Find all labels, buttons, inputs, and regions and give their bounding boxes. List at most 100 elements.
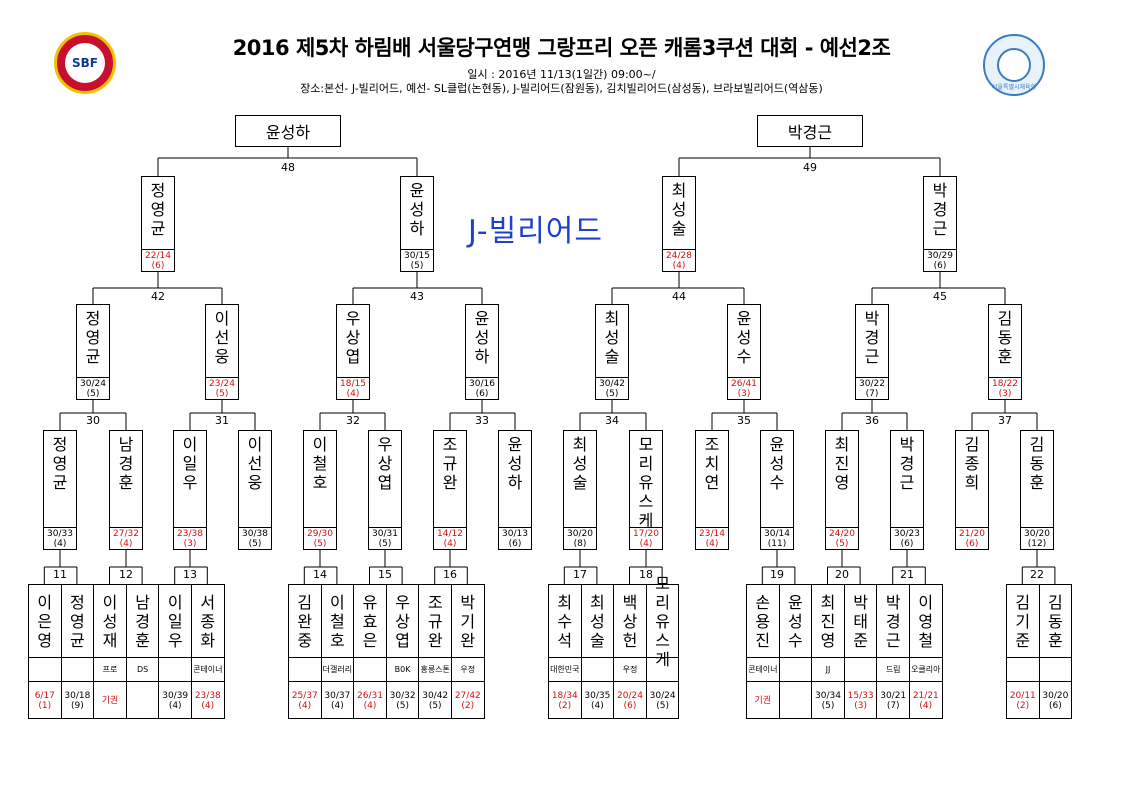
match-number: 22 [1030, 568, 1044, 581]
score-rank: (4) [919, 701, 933, 711]
player-score: 30/20(12) [1021, 527, 1053, 549]
player-score: 30/16(6) [466, 377, 498, 399]
score-value: 17/20 [633, 529, 659, 539]
score-value: 30/35 [584, 691, 611, 701]
score-rank: (4) [168, 701, 182, 711]
bottom-player-score: 27/42(2) [452, 682, 484, 720]
bottom-player-club: 우정 [614, 658, 646, 682]
match-number: 13 [183, 568, 197, 581]
match-number: 35 [737, 414, 751, 427]
bottom-player-club: JJ [812, 658, 844, 682]
score-rank: (9) [71, 701, 84, 711]
player-score: 24/28(4) [663, 249, 695, 271]
player-score: 23/14(4) [696, 527, 728, 549]
score-value: 23/24 [209, 379, 235, 389]
score-value: 30/24 [80, 379, 106, 389]
bottom-player-club [844, 658, 877, 682]
bottom-player-score: 30/42(5) [419, 682, 451, 720]
score-value: 기권 [754, 696, 772, 706]
player-score: 30/20(8) [564, 527, 596, 549]
bottom-player-club: B0K [386, 658, 419, 682]
bottom-player-score: 20/11(2) [1007, 682, 1039, 720]
score-value: 30/18 [64, 691, 91, 701]
bottom-player-score: 기권 [94, 682, 126, 720]
sports-council-emblem [997, 48, 1031, 82]
score-value: 30/15 [404, 251, 430, 261]
bottom-player-score: 23/38(4) [192, 682, 224, 720]
player-score: 30/33(4) [44, 527, 76, 549]
score-value: 30/20 [1024, 529, 1050, 539]
sports-council-logo [983, 34, 1045, 96]
sbf-logo: SBF [54, 32, 116, 94]
score-value: 30/20 [567, 529, 593, 539]
score-value: 25/37 [291, 691, 318, 701]
sports-council-logo-text: 서울특별시체육회 [991, 84, 1037, 91]
score-value: 30/38 [242, 529, 268, 539]
bottom-player-club: 콘테이너 [747, 658, 779, 682]
score-rank: (3) [737, 389, 751, 399]
bottom-player-club: 오클리아 [910, 658, 942, 682]
player-score: 23/24(5) [206, 377, 238, 399]
bottom-player-score: 30/35(4) [582, 682, 614, 720]
score-rank: (4) [201, 701, 215, 711]
score-rank: (5) [821, 701, 835, 711]
player-score: 18/15(4) [337, 377, 369, 399]
match-number: 42 [151, 290, 165, 303]
score-rank: (6) [151, 261, 165, 271]
player-score: 30/14(11) [761, 527, 793, 549]
score-rank: (5) [378, 539, 392, 549]
score-value: 26/31 [357, 691, 383, 701]
match-number: 11 [53, 568, 67, 581]
sbf-logo-text: SBF [65, 43, 105, 83]
player-score: 27/32(4) [110, 527, 142, 549]
score-value: 30/22 [859, 379, 885, 389]
event-date: 일시 : 2016년 11/13(1일간) 09:00~/ [467, 68, 656, 81]
score-rank: (2) [1016, 701, 1030, 711]
score-value: 26/41 [731, 379, 757, 389]
bottom-player-score: 30/39(4) [159, 682, 191, 720]
score-rank: (4) [53, 539, 67, 549]
score-value: 22/14 [145, 251, 171, 261]
bottom-player-score: 30/21(7) [877, 682, 909, 720]
match-number: 45 [933, 290, 947, 303]
bottom-player-club [581, 658, 614, 682]
bottom-player-score: 15/33(3) [845, 682, 877, 720]
bottom-player-club: 대한민국 [549, 658, 581, 682]
bottom-player-score: 30/37(4) [322, 682, 354, 720]
player-score: 30/31(5) [369, 527, 401, 549]
player-score: 21/20(6) [956, 527, 988, 549]
score-value: 30/16 [469, 379, 495, 389]
score-rank: (4) [331, 701, 344, 711]
score-rank: (1) [38, 701, 52, 711]
bottom-player-score: 25/37(4) [289, 682, 321, 720]
